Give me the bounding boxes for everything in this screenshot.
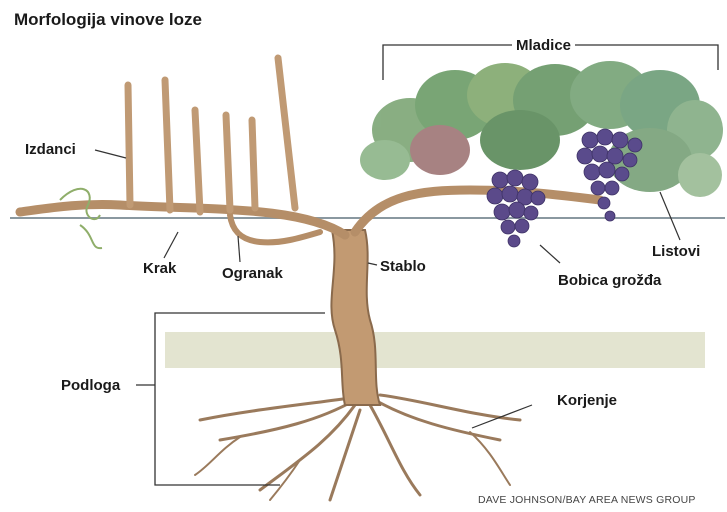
label-mladice: Mladice xyxy=(512,38,575,53)
diagram-title: Morfologija vinove loze xyxy=(14,11,202,28)
label-krak: Krak xyxy=(143,261,176,276)
label-ogranak: Ogranak xyxy=(222,266,283,281)
label-bobica-grozda: Bobica grožđa xyxy=(558,273,661,288)
roots xyxy=(195,395,520,500)
label-listovi: Listovi xyxy=(652,244,700,259)
label-podloga: Podloga xyxy=(61,378,120,393)
cordon-right xyxy=(355,190,600,232)
tendril xyxy=(80,225,102,248)
soil-band xyxy=(165,332,705,368)
label-stablo: Stablo xyxy=(380,259,426,274)
trunk xyxy=(331,230,380,405)
canes xyxy=(128,58,295,212)
foliage xyxy=(360,61,723,197)
grape-cluster xyxy=(487,170,545,247)
image-credit: DAVE JOHNSON/BAY AREA NEWS GROUP xyxy=(478,494,696,506)
label-izdanci: Izdanci xyxy=(25,142,76,157)
label-korjenje: Korjenje xyxy=(557,393,617,408)
